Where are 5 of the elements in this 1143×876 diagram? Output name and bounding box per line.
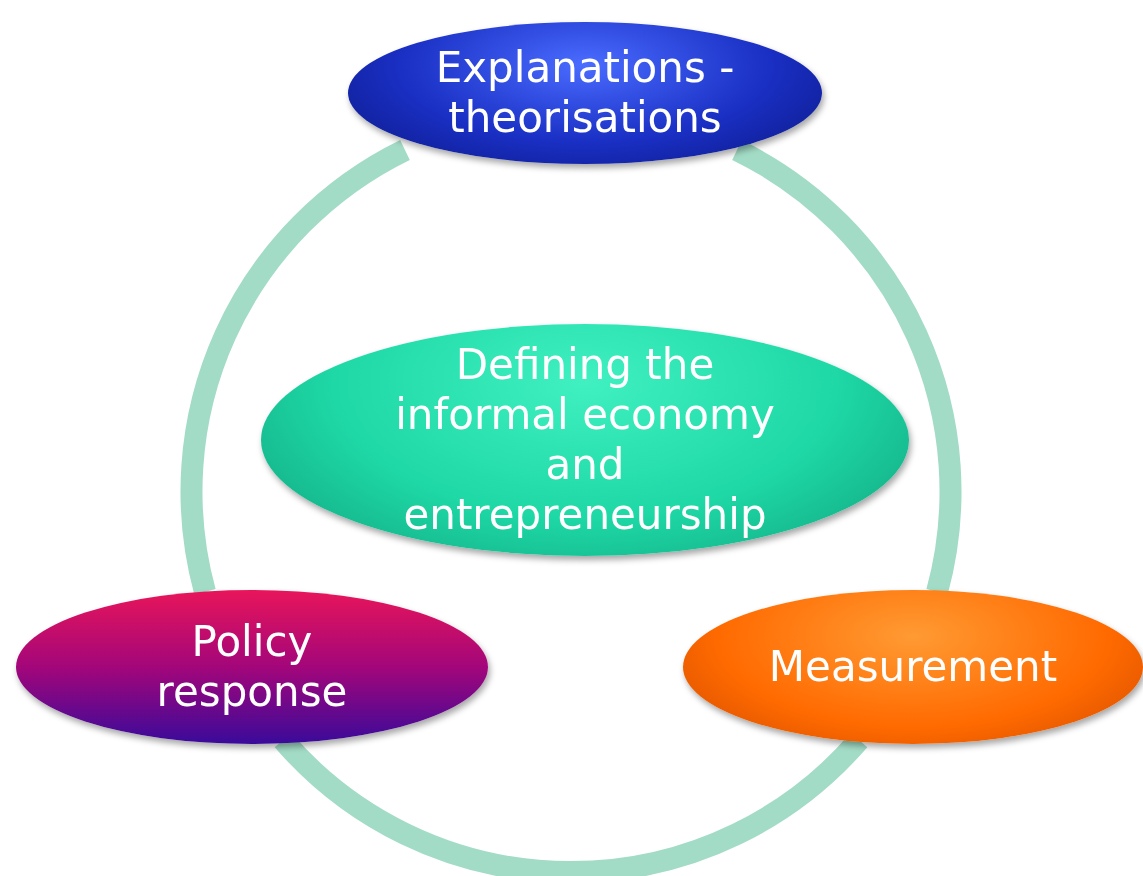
node-label: Policy response bbox=[155, 617, 349, 717]
node-label: Explanations - theorisations bbox=[434, 43, 736, 143]
node-label: Defining the informal economy and entrepreneurship bbox=[394, 340, 776, 540]
ring-connector bbox=[180, 140, 411, 595]
node-label: Measurement bbox=[767, 642, 1059, 692]
